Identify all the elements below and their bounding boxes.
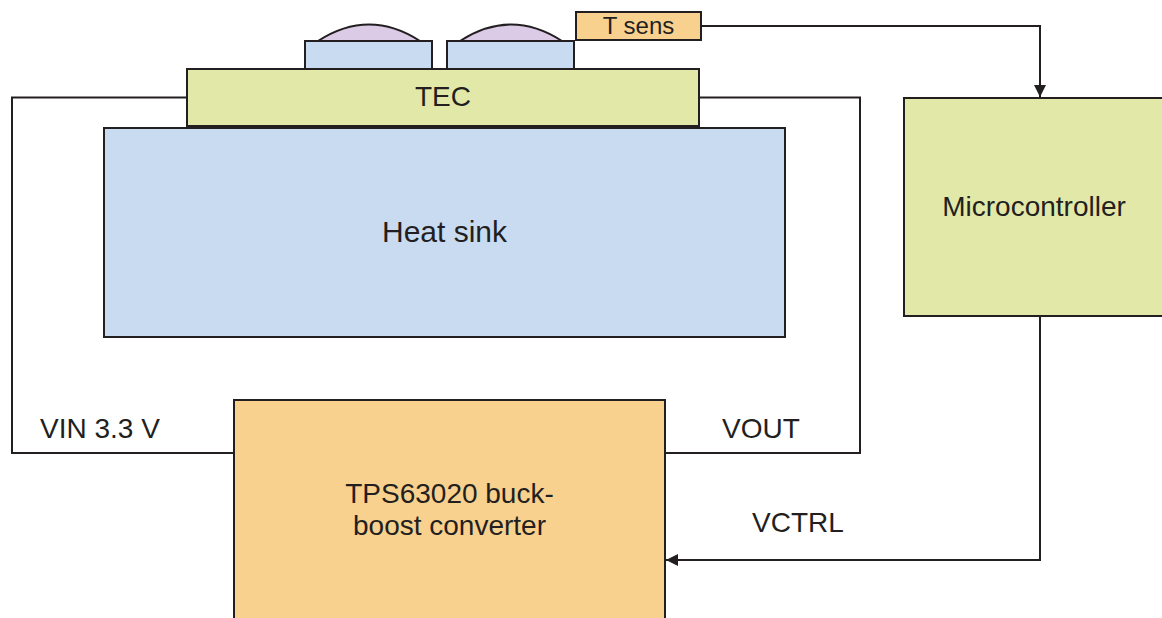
signal-name: VCTRL <box>750 508 846 539</box>
wire-connector <box>666 317 1040 560</box>
emitter-right <box>447 25 574 70</box>
lens-dome <box>318 25 420 42</box>
lens-dome <box>460 25 562 42</box>
signal-name: VIN 3.3 V <box>38 414 162 445</box>
node-label: Microcontroller <box>942 191 1126 223</box>
signal-name: VOUT <box>720 414 802 445</box>
wire-connector <box>702 26 1040 97</box>
converter-box: TPS63020 buck-boost converter <box>233 399 666 618</box>
sensor-box: T sens <box>575 11 702 41</box>
node-label: TPS63020 buck-boost converter <box>345 478 555 542</box>
emitter-base <box>447 41 574 69</box>
heat-sink-box: Heat sink <box>103 127 786 338</box>
controller-box: Microcontroller <box>903 97 1162 317</box>
node-label: TEC <box>415 81 471 113</box>
tec-box: TEC <box>186 68 700 127</box>
emitter-left <box>305 25 432 70</box>
node-label: T sens <box>603 14 675 38</box>
node-label: Heat sink <box>382 215 507 250</box>
emitter-base <box>305 41 432 69</box>
